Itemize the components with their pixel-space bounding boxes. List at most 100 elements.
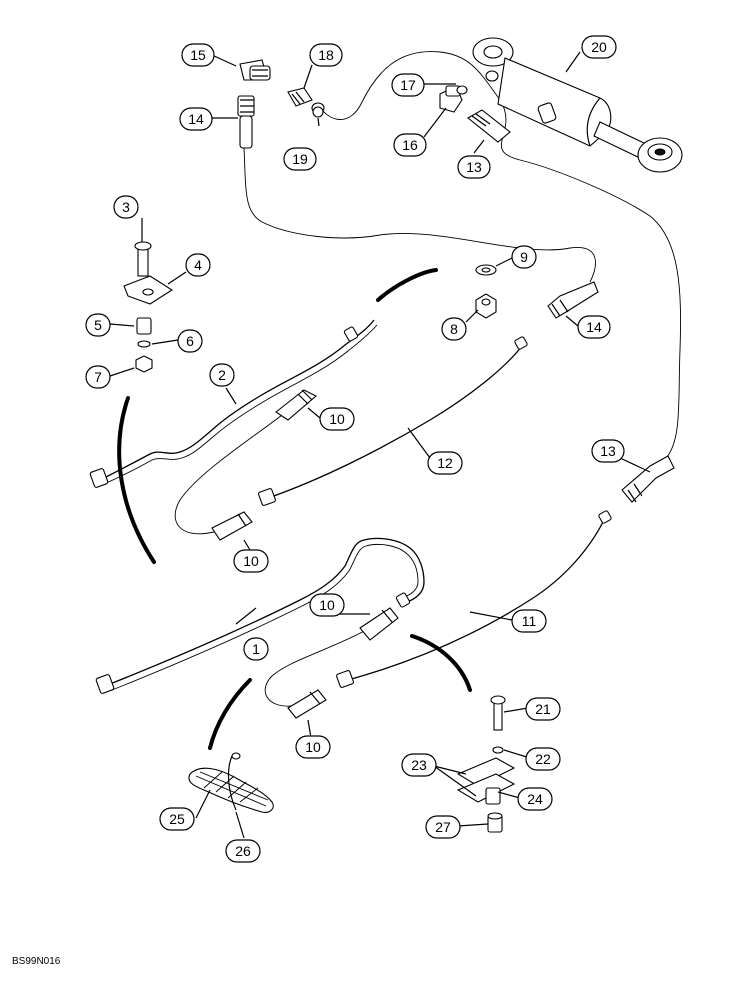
- tube-1-parallel: [111, 543, 419, 691]
- straight-fitting-13-top: [467, 109, 511, 143]
- callout-label-9: 9: [520, 249, 528, 265]
- callout-label-26: 26: [235, 843, 251, 859]
- callout-label-24: 24: [527, 791, 543, 807]
- hose-10-loop-lower: [264, 627, 371, 707]
- callout-15: 15: [181, 43, 215, 67]
- callout-label-23: 23: [411, 757, 427, 773]
- callout-25: 25: [159, 807, 195, 831]
- callout-label-14: 14: [188, 111, 204, 127]
- callout-27: 27: [425, 815, 461, 839]
- callout-10: 10: [295, 735, 331, 759]
- callout-label-19: 19: [292, 151, 308, 167]
- straight-fitting-13-lower: [621, 455, 675, 503]
- o-ring-19: [312, 106, 324, 118]
- elbow-fitting-15: [239, 59, 271, 81]
- arc-indicator: [376, 268, 438, 302]
- callout-6: 6: [177, 329, 203, 353]
- callout-label-14: 14: [586, 319, 602, 335]
- callout-label-10: 10: [329, 411, 345, 427]
- callout-19: 19: [283, 147, 317, 171]
- callout-3: 3: [113, 195, 139, 219]
- callout-label-8: 8: [450, 321, 458, 337]
- tube-ends: [89, 326, 612, 694]
- callout-13: 13: [457, 155, 491, 179]
- callout-13: 13: [591, 439, 625, 463]
- nut-8: [475, 293, 497, 319]
- straight-fitting-14-top: [237, 95, 255, 149]
- hoses: [103, 51, 682, 707]
- callout-26: 26: [225, 839, 261, 863]
- callout-10: 10: [319, 407, 355, 431]
- callout-label-12: 12: [437, 455, 453, 471]
- callout-label-25: 25: [169, 811, 185, 827]
- callout-11: 11: [511, 609, 547, 633]
- callout-label-17: 17: [400, 77, 416, 93]
- callout-12: 12: [427, 451, 463, 475]
- callout-7: 7: [85, 365, 111, 389]
- callout-8: 8: [441, 317, 467, 341]
- straight-fitting-14-middle: [547, 281, 599, 319]
- callouts: 15 18 20 17 14 16 19 13: [85, 35, 625, 863]
- callout-24: 24: [517, 787, 553, 811]
- tube-2: [103, 319, 375, 479]
- o-ring-17: [456, 85, 468, 95]
- callout-1: 1: [243, 637, 269, 661]
- clamp-assembly: [123, 241, 174, 373]
- hose-guard: [188, 752, 274, 813]
- straight-fitting-10-b: [211, 511, 253, 541]
- callout-20: 20: [581, 35, 617, 59]
- callout-10: 10: [309, 593, 345, 617]
- straight-fitting-10-d: [287, 689, 327, 719]
- callout-label-3: 3: [122, 199, 130, 215]
- callout-label-27: 27: [435, 819, 451, 835]
- hose-18-to-13: [317, 51, 682, 459]
- hose-10-loop-upper: [174, 404, 296, 535]
- tube-1: [109, 537, 425, 685]
- callout-label-22: 22: [535, 751, 551, 767]
- arc-indicators: [117, 268, 472, 750]
- arc-indicator: [117, 396, 156, 564]
- callout-label-13: 13: [600, 443, 616, 459]
- figure-reference: BS99N016: [12, 956, 61, 967]
- callout-label-5: 5: [94, 317, 102, 333]
- clamp-assembly-lower: [456, 695, 516, 833]
- hydraulic-cylinder: [472, 37, 683, 173]
- hose-11: [347, 519, 605, 681]
- callout-label-1: 1: [252, 641, 260, 657]
- callout-2: 2: [209, 363, 235, 387]
- callout-label-4: 4: [194, 257, 202, 273]
- arc-indicator: [208, 678, 252, 750]
- callout-label-16: 16: [402, 137, 418, 153]
- leader-lines: [109, 51, 651, 839]
- callout-9: 9: [511, 245, 537, 269]
- hose-12: [267, 345, 523, 499]
- straight-fitting-10-a: [275, 389, 317, 421]
- callout-21: 21: [525, 697, 561, 721]
- callout-17: 17: [391, 73, 425, 97]
- callout-4: 4: [185, 253, 211, 277]
- callout-label-15: 15: [190, 47, 206, 63]
- callout-label-13: 13: [466, 159, 482, 175]
- straight-fitting-10-c: [359, 607, 399, 641]
- callout-22: 22: [525, 747, 561, 771]
- callout-14: 14: [179, 107, 213, 131]
- callout-5: 5: [85, 313, 111, 337]
- callout-16: 16: [393, 133, 427, 157]
- hose-14-to-14: [243, 147, 596, 283]
- callout-label-10: 10: [319, 597, 335, 613]
- tube-2-parallel: [103, 324, 378, 485]
- washer-9: [475, 264, 497, 276]
- callout-label-11: 11: [522, 613, 537, 629]
- callout-10: 10: [233, 549, 269, 573]
- callout-label-7: 7: [94, 369, 102, 385]
- callout-label-6: 6: [186, 333, 194, 349]
- callout-label-20: 20: [591, 39, 607, 55]
- callout-label-2: 2: [218, 367, 226, 383]
- callout-14: 14: [577, 315, 611, 339]
- elbow-fitting-16: [439, 85, 463, 113]
- callout-label-21: 21: [535, 701, 551, 717]
- callout-label-18: 18: [318, 47, 334, 63]
- arc-indicator: [410, 634, 472, 692]
- callout-label-10: 10: [243, 553, 259, 569]
